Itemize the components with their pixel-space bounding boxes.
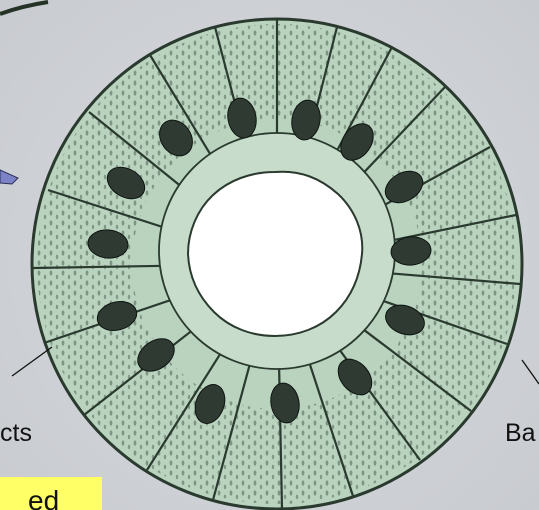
highlighted-label-text: ed	[28, 487, 59, 510]
pointer-arrow-icon	[0, 170, 18, 184]
top-left-arc	[0, 2, 48, 14]
leader-line-right	[522, 360, 539, 384]
lumen	[188, 172, 362, 336]
label-left: cts	[0, 421, 32, 446]
highlighted-label: ed	[0, 477, 102, 510]
leader-line-left	[12, 347, 52, 376]
label-right: Ba	[505, 421, 536, 446]
